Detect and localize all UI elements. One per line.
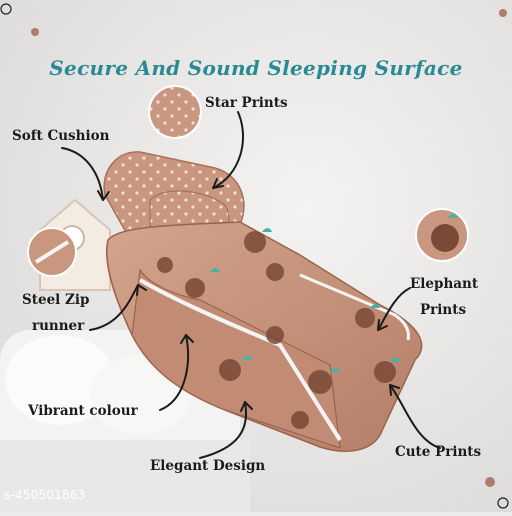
elephant-prints-zoom: [415, 208, 469, 262]
label-runner: runner: [32, 318, 85, 334]
label-prints: Prints: [420, 302, 467, 318]
corner-dot-icon: [485, 477, 495, 487]
label-elegant-design: Elegant Design: [150, 458, 266, 474]
corner-dot-icon: [31, 28, 39, 36]
corner-dot-icon: [497, 497, 509, 509]
label-elephant: Elephant: [410, 276, 479, 292]
corner-dot-icon: [0, 3, 12, 15]
headline-title: Secure And Sound Sleeping Surface: [49, 56, 463, 80]
label-steel-zip: Steel Zip: [22, 292, 90, 308]
corner-dot-icon: [499, 9, 507, 17]
label-star-prints: Star Prints: [205, 95, 288, 111]
product-id: s-450501863: [4, 488, 86, 502]
label-cute-prints: Cute Prints: [395, 444, 482, 460]
zip-zoom: [27, 227, 77, 277]
star-prints-zoom: [148, 85, 202, 139]
baby-bed: [103, 151, 423, 452]
label-vibrant-colour: Vibrant colour: [28, 403, 138, 419]
annotation-arrows: [61, 111, 441, 459]
label-soft-cushion: Soft Cushion: [12, 128, 110, 144]
